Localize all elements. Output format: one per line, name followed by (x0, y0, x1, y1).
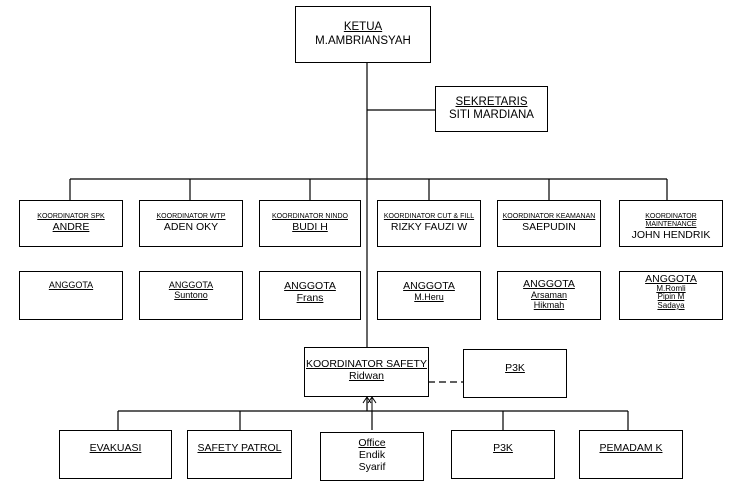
koordinator-safety-box: KOORDINATOR SAFETY Ridwan (304, 347, 429, 397)
anggota-label: ANGGOTA (284, 280, 336, 292)
unit-member: Syarif (358, 461, 386, 474)
unit-label: P3K (493, 442, 513, 454)
ketua-box: KETUA M.AMBRIANSYAH (295, 6, 431, 63)
koordinator-title: KOORDINATOR MAINTENANCE (645, 213, 697, 229)
koordinator-name: ANDRE (52, 221, 90, 234)
p3k-side-label: P3K (505, 362, 525, 374)
sekretaris-name: SITI MARDIANA (449, 109, 534, 121)
sekretaris-box: SEKRETARIS SITI MARDIANA (435, 86, 548, 132)
anggota-member: Suntono (174, 290, 208, 301)
koordinator-spk-box: KOORDINATOR SPK ANDRE (19, 200, 123, 247)
anggota-cut-fill-box: ANGGOTA M.Heru (377, 271, 481, 320)
koordinator-title: KOORDINATOR KEAMANAN (502, 213, 596, 220)
unit-label: SAFETY PATROL (197, 442, 282, 454)
pemadam-box: PEMADAM K (579, 430, 683, 479)
anggota-member: M.Heru (414, 292, 444, 303)
koordinator-cut-fill-box: KOORDINATOR CUT & FILL RIZKY FAUZI W (377, 200, 481, 247)
ketua-name: M.AMBRIANSYAH (315, 34, 411, 47)
koordinator-wtp-box: KOORDINATOR WTP ADEN OKY (139, 200, 243, 247)
safety-name: Ridwan (348, 370, 385, 383)
anggota-member: Pipin M (657, 292, 685, 302)
anggota-member: Arsaman (530, 290, 567, 301)
anggota-spk-box: ANGGOTA (19, 271, 123, 320)
anggota-maintenance-box: ANGGOTA M.Romli Pipin M Sadaya (619, 271, 723, 320)
koordinator-name: ADEN OKY (163, 221, 219, 234)
koordinator-title: KOORDINATOR NINDO (272, 213, 348, 220)
anggota-label: ANGGOTA (403, 280, 455, 292)
koordinator-name: BUDI H (292, 221, 328, 234)
unit-label: Office (358, 437, 386, 449)
p3k-unit-box: P3K (451, 430, 555, 479)
anggota-label: ANGGOTA (168, 280, 214, 290)
unit-member: Endik (358, 449, 386, 462)
sekretaris-title: SEKRETARIS (455, 95, 528, 108)
anggota-member: Sadaya (657, 300, 685, 310)
anggota-keamanan-box: ANGGOTA Arsaman Hikmah (497, 271, 601, 320)
koordinator-name: SAEPUDIN (522, 221, 576, 234)
anggota-label: ANGGOTA (48, 280, 94, 290)
koordinator-title: KOORDINATOR WTP (156, 213, 226, 220)
ketua-title: KETUA (343, 21, 383, 34)
anggota-wtp-box: ANGGOTA Suntono (139, 271, 243, 320)
anggota-nindo-box: ANGGOTA Frans (259, 271, 361, 320)
koordinator-name: RIZKY FAUZI W (390, 221, 468, 234)
anggota-label: ANGGOTA (645, 273, 697, 285)
safety-title: KOORDINATOR SAFETY (306, 358, 427, 370)
koordinator-title: KOORDINATOR CUT & FILL (383, 213, 475, 220)
safety-patrol-box: SAFETY PATROL (187, 430, 292, 479)
evakuasi-box: EVAKUASI (59, 430, 172, 479)
anggota-member: Frans (296, 292, 324, 305)
koordinator-nindo-box: KOORDINATOR NINDO BUDI H (259, 200, 361, 247)
unit-label: PEMADAM K (599, 442, 663, 454)
unit-label: EVAKUASI (89, 442, 142, 454)
koordinator-keamanan-box: KOORDINATOR KEAMANAN SAEPUDIN (497, 200, 601, 247)
koordinator-title: KOORDINATOR SPK (37, 213, 105, 220)
koordinator-maintenance-box: KOORDINATOR MAINTENANCE JOHN HENDRIK (619, 200, 723, 247)
anggota-member: Hikmah (533, 300, 565, 311)
office-box: Office Endik Syarif (320, 432, 424, 481)
anggota-label: ANGGOTA (523, 278, 575, 290)
p3k-side-box: P3K (463, 349, 567, 398)
koordinator-name: JOHN HENDRIK (631, 229, 711, 242)
anggota-member: M.Romli (656, 284, 686, 294)
